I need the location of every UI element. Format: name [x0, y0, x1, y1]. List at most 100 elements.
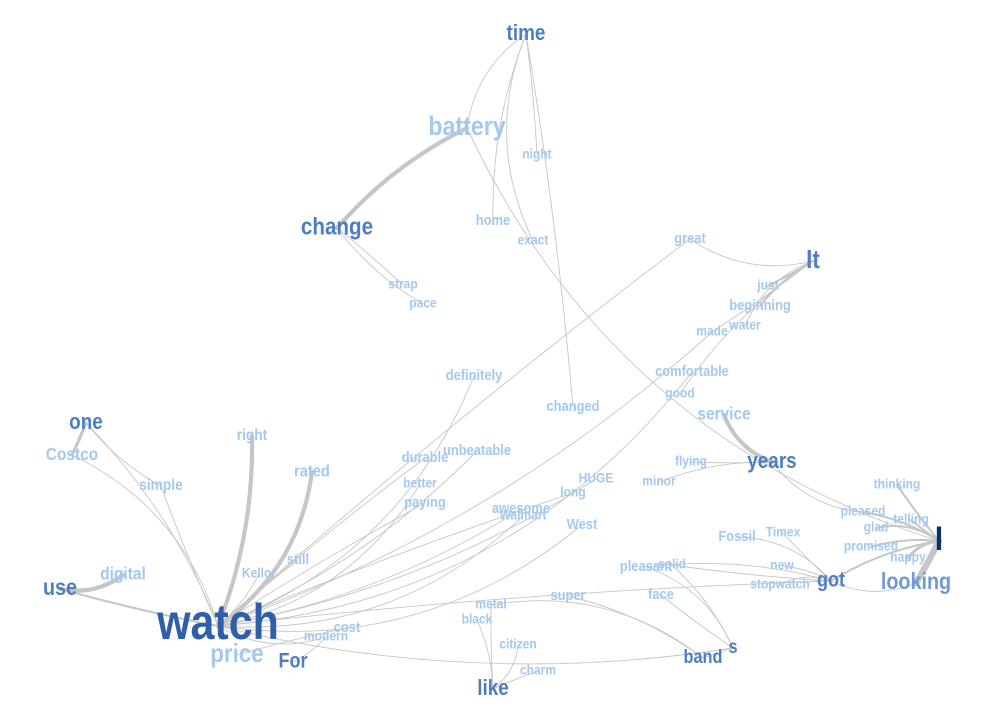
word-node-fossil: Fossil [718, 527, 755, 544]
word-node-paying: paying [404, 493, 446, 510]
word-node-strap: strap [388, 276, 417, 292]
edge-got-Timex [782, 532, 832, 582]
word-node-for: For [278, 649, 307, 673]
word-node-looking: looking [881, 569, 951, 595]
word-node-right: right [237, 426, 268, 444]
word-node-use: use [43, 575, 77, 601]
word-node-good: good [665, 385, 694, 401]
word-node-awesome: awesome [492, 499, 550, 516]
word-node-new: new [770, 557, 794, 573]
edge-got-Fossil [736, 536, 832, 582]
word-node-time: time [507, 21, 546, 46]
word-node-price: price [210, 639, 263, 668]
edge-time-battery [466, 33, 527, 129]
word-node-exact: exact [518, 232, 549, 248]
word-node-pleased: pleased [841, 503, 886, 519]
word-node-pace: pace [409, 295, 436, 311]
word-node-solid: solid [658, 556, 686, 572]
word-node-long: long [560, 484, 585, 500]
word-node-telling: telling [893, 511, 928, 527]
word-node-service: service [697, 404, 750, 424]
edge-watch-comfortable [217, 371, 693, 627]
edge-like-black [476, 619, 494, 690]
word-node-one: one [69, 410, 103, 435]
edge-s-pleasant [645, 566, 734, 649]
edge-watch-great [217, 238, 691, 627]
edge-change-strap [336, 227, 404, 286]
edge-watch-right [215, 433, 255, 629]
word-node-simple: simple [139, 476, 183, 494]
word-node-costco: Costco [46, 444, 98, 464]
word-node-still: still [287, 550, 309, 567]
edge-time-changed [525, 33, 574, 408]
edge-years-minor [658, 461, 773, 483]
edge-I-thinking [896, 484, 940, 542]
edge-years-pleased [771, 461, 864, 513]
edge-watch-simple [160, 485, 219, 627]
edge-For-modern [292, 636, 327, 663]
edge-watch-long [217, 492, 574, 627]
word-node-kellor: Kellor [242, 565, 276, 581]
word-node-watch: watch [156, 594, 279, 650]
word-node-promised: promised [844, 538, 898, 554]
word-node-night: night [522, 146, 552, 162]
edge-It-water [744, 260, 814, 327]
edge-got-new [781, 565, 832, 582]
word-node-west: West [567, 515, 598, 532]
edge-use-digital [57, 572, 126, 593]
edge-got-solid [671, 564, 832, 582]
word-node-change: change [301, 213, 373, 240]
edge-watch-Walmart [217, 515, 524, 628]
edge-like-citizen [492, 644, 519, 690]
word-node-water: water [728, 317, 760, 333]
word-node-timex: Timex [766, 524, 801, 540]
word-node-great: great [674, 229, 706, 246]
word-node-band: band [683, 646, 722, 667]
word-node-pleasant: pleasant [620, 557, 673, 574]
edge-watch-made [217, 331, 713, 627]
word-node-digital: digital [100, 564, 146, 584]
word-node-beginning: beginning [729, 296, 791, 313]
edge-watch-unbeatable [217, 450, 478, 627]
edge-battery-I [466, 127, 940, 542]
edge-great-It [689, 238, 814, 267]
word-node-charm: charm [520, 662, 556, 678]
edge-watch-HUGE [217, 478, 597, 627]
word-node-s: s [728, 636, 737, 657]
edge-s-face [660, 594, 734, 649]
word-node-made: made [696, 323, 727, 339]
word-node-happy: happy [890, 549, 926, 565]
edge-It-good [679, 260, 814, 395]
edge-price-cost [236, 627, 348, 656]
word-node-durable: durable [402, 448, 449, 465]
word-node-flying: flying [675, 453, 707, 469]
word-node-thinking: thinking [874, 476, 921, 492]
word-node-comfortable: comfortable [655, 362, 729, 379]
edge-watch-use [59, 588, 219, 627]
word-node-unbeatable: unbeatable [443, 441, 511, 458]
word-node-walmart: Walmart [499, 507, 547, 523]
edge-time-night [525, 33, 538, 156]
word-node-better: better [403, 475, 436, 491]
edge-s-solid [671, 564, 734, 649]
edge-time-exact [506, 33, 534, 242]
edge-battery-change [334, 125, 470, 231]
edge-It-made [711, 260, 814, 333]
edge-watch-paying [217, 502, 426, 627]
word-node-home: home [476, 211, 511, 228]
word-node-i: I [935, 519, 943, 558]
edge-service-years [721, 412, 775, 465]
word-node-like: like [477, 676, 509, 701]
edge-watch-modern [217, 625, 327, 645]
edge-I-got [830, 540, 940, 582]
word-node-face: face [648, 585, 674, 602]
edge-got-looking [830, 580, 917, 592]
edge-I-looking [912, 537, 943, 587]
word-node-rated: rated [294, 463, 330, 481]
edge-watch-got [217, 580, 832, 627]
word-node-cost: cost [334, 618, 361, 635]
word-node-minor: minor [642, 473, 675, 489]
